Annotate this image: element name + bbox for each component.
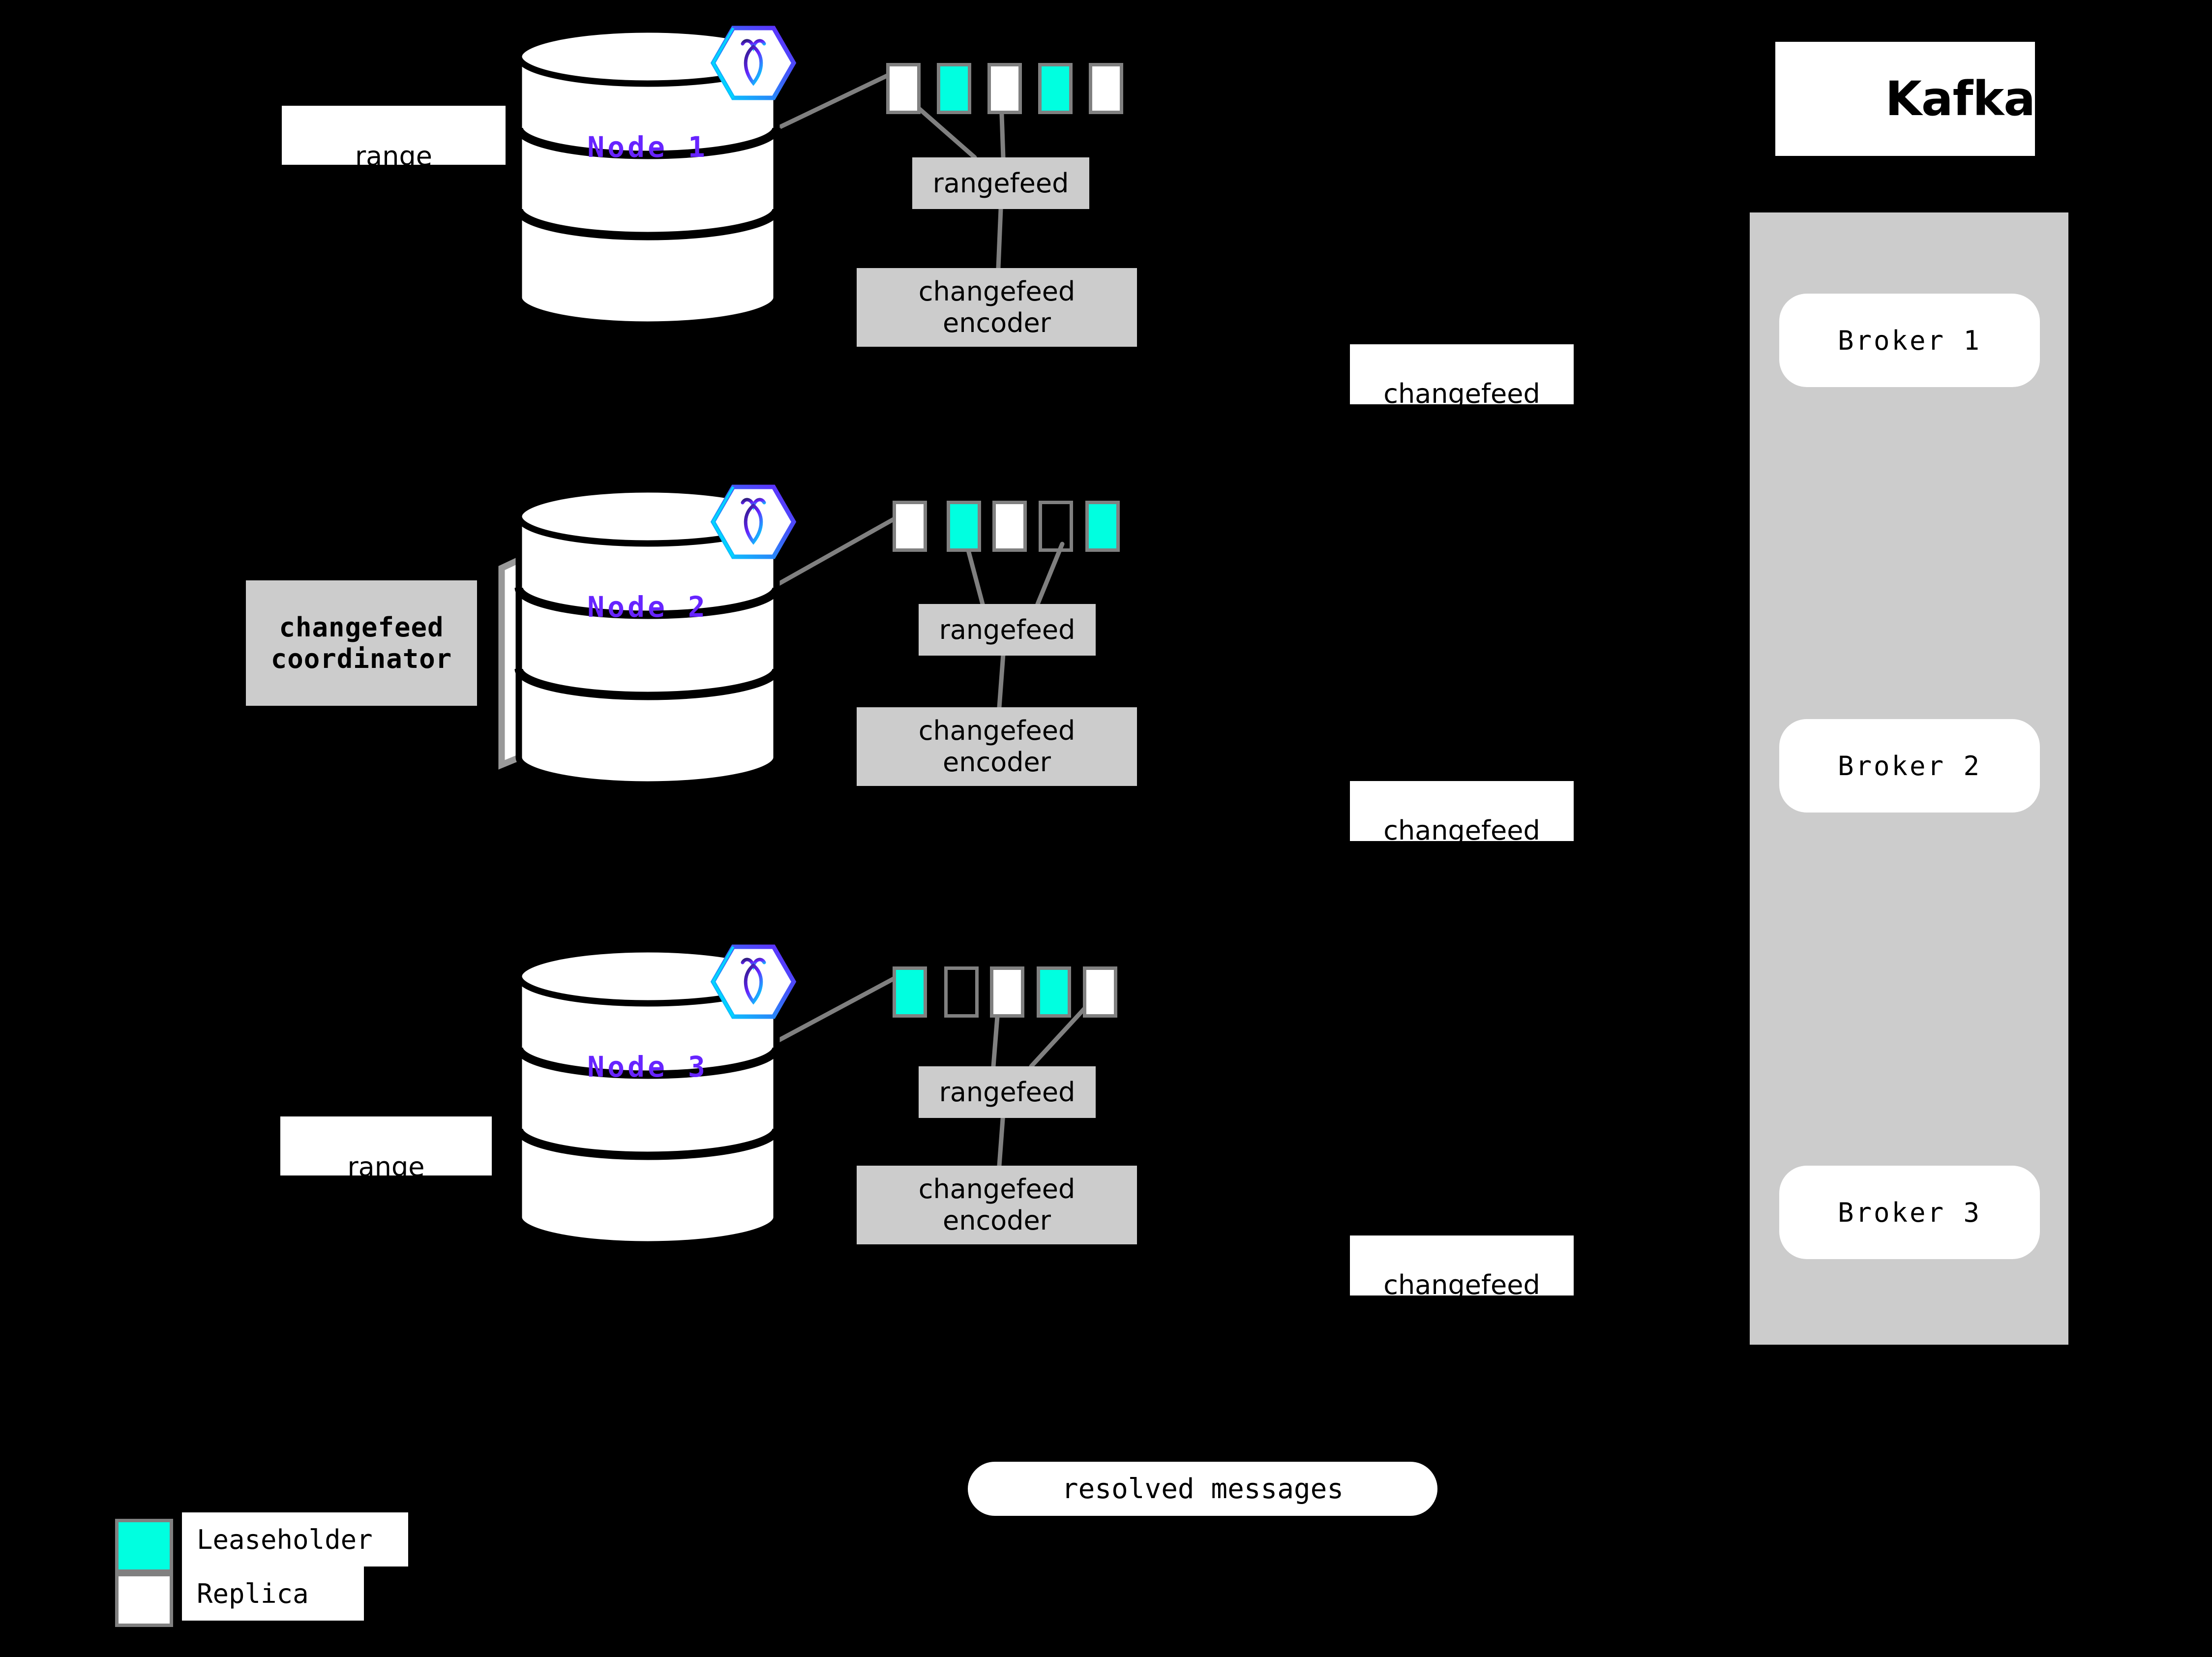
node-3-cockroachdb-hexagon-icon	[713, 947, 794, 1017]
legend-label-leaseholder: Leaseholder	[182, 1512, 408, 1567]
messages-line-1: changefeed	[1383, 815, 1540, 841]
node-2-range-4[interactable]	[1039, 501, 1073, 552]
caption-line-1: range	[355, 141, 433, 165]
node-2-range-3[interactable]	[992, 501, 1027, 552]
legend-label-replica: Replica	[182, 1567, 364, 1621]
messages-line-1: changefeed	[1383, 1269, 1540, 1295]
node-3-cylinder	[519, 949, 777, 1244]
kafka-inbound-arrowhead	[2069, 340, 2100, 368]
node-3-changefeed-messages-label: changefeed messages	[1350, 1235, 1574, 1295]
changefeed-coordinator-flag	[498, 543, 547, 770]
kafka-broker-3[interactable]: Broker 3	[1779, 1166, 2040, 1259]
node-3-range-3[interactable]	[990, 966, 1024, 1018]
node-1-range-1[interactable]	[886, 63, 921, 114]
messages-line-1: changefeed	[1383, 378, 1540, 404]
legend-swatch-leaseholder	[115, 1519, 173, 1573]
node-3-range-5[interactable]	[1083, 966, 1117, 1018]
node-2-label: Node 2	[587, 590, 708, 624]
node-1-cockroachdb-hexagon-icon	[713, 28, 794, 98]
node-3-label: Node 3	[587, 1050, 708, 1084]
node-2-rangefeed-box[interactable]: rangefeed	[919, 604, 1096, 656]
node-1-label: Node 1	[587, 130, 708, 164]
changefeed-coordinator-box[interactable]: changefeed coordinator	[246, 580, 477, 706]
kafka-broker-panel: Broker 1 Broker 2 Broker 3	[1750, 212, 2068, 1345]
node-1-range-3[interactable]	[987, 63, 1022, 114]
node-1-range-5[interactable]	[1089, 63, 1123, 114]
node-1-range-4[interactable]	[1038, 63, 1073, 114]
node-3-rangefeed-box[interactable]: rangefeed	[919, 1066, 1096, 1118]
node-3-range-checkpoints-caption: range checkpoints	[280, 1116, 492, 1175]
node-2-changefeed-encoder-box[interactable]: changefeed encoder	[857, 707, 1137, 786]
kafka-broker-2[interactable]: Broker 2	[1779, 719, 2040, 813]
node-3-changefeed-encoder-box[interactable]: changefeed encoder	[857, 1166, 1137, 1244]
node-3-range-2[interactable]	[944, 966, 979, 1018]
node-3-range-1[interactable]	[893, 966, 927, 1018]
node-3-range-4[interactable]	[1037, 966, 1071, 1018]
kafka-logo: Kafka	[1775, 42, 2035, 156]
node-1-changefeed-messages-label: changefeed messages	[1350, 344, 1574, 404]
node-2-cylinder	[519, 489, 777, 784]
kafka-wordmark: Kafka	[1885, 71, 2035, 126]
node-2-changefeed-messages-label: changefeed messages	[1350, 781, 1574, 841]
node-2-range-1[interactable]	[893, 501, 927, 552]
caption-line-1: range	[347, 1151, 425, 1175]
node-1-range-2[interactable]	[937, 63, 971, 114]
node-1-range-checkpoints-caption: range checkpoints	[282, 106, 506, 165]
node-2-range-5[interactable]	[1085, 501, 1120, 552]
resolved-messages-pill: resolved messages	[968, 1462, 1437, 1516]
node-1-rangefeed-box[interactable]: rangefeed	[912, 157, 1089, 209]
legend-swatch-replica	[115, 1573, 173, 1627]
node-1-cylinder	[519, 30, 777, 325]
node-2-range-2[interactable]	[947, 501, 981, 552]
kafka-broker-1[interactable]: Broker 1	[1779, 294, 2040, 387]
node-2-cockroachdb-hexagon-icon	[713, 487, 794, 557]
node-1-changefeed-encoder-box[interactable]: changefeed encoder	[857, 268, 1137, 347]
